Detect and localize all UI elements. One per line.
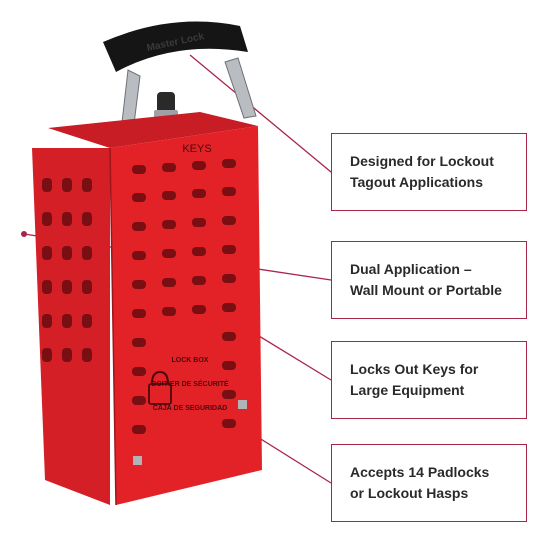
callout-text: Dual Application – Wall Mount or Portabl… [350, 259, 502, 301]
box-label-line1: LOCK BOX [172, 357, 209, 364]
callout-line: or Lockout Hasps [350, 485, 469, 501]
callout-text: Accepts 14 Padlocks or Lockout Hasps [350, 462, 489, 504]
box-label-line2: BOITIER DE SÉCURITÉ [151, 379, 229, 388]
screw-icon [133, 456, 142, 465]
screw-icon [238, 400, 247, 409]
callout-accepts-padlocks: Accepts 14 Padlocks or Lockout Hasps [331, 444, 527, 522]
leader-line-1 [189, 54, 332, 173]
callout-line: Tagout Applications [350, 174, 483, 190]
callout-lockout-tagout: Designed for Lockout Tagout Applications [331, 133, 527, 211]
box-front-label: LOCK BOX BOITIER DE SÉCURITÉ CAJA DE SEG… [151, 345, 229, 420]
front-slots [132, 159, 236, 434]
side-slots [42, 178, 92, 362]
callout-line: Accepts 14 Padlocks [350, 464, 490, 480]
callout-line: Locks Out Keys for [350, 361, 479, 377]
box-top [48, 112, 258, 148]
callout-locks-out-keys: Locks Out Keys for Large Equipment [331, 341, 527, 419]
box-top-label: KEYS [182, 143, 211, 155]
callout-dual-application: Dual Application – Wall Mount or Portabl… [331, 241, 527, 319]
callout-line: Dual Application – [350, 261, 472, 277]
leader-line-4 [247, 430, 332, 484]
padlock-icon [148, 370, 172, 405]
callout-line: Large Equipment [350, 382, 465, 398]
leader-dot-2 [21, 231, 27, 237]
callout-text: Locks Out Keys for Large Equipment [350, 359, 478, 401]
box-label-line3: CAJA DE SEGURIDAD [153, 405, 227, 412]
callout-text: Designed for Lockout Tagout Applications [350, 151, 494, 193]
carry-handle: Master Lock [103, 21, 257, 141]
callout-line: Wall Mount or Portable [350, 282, 502, 298]
lock-box: KEYS LOCK BOX BOITIER DE S [32, 112, 262, 506]
callout-line: Designed for Lockout [350, 153, 494, 169]
